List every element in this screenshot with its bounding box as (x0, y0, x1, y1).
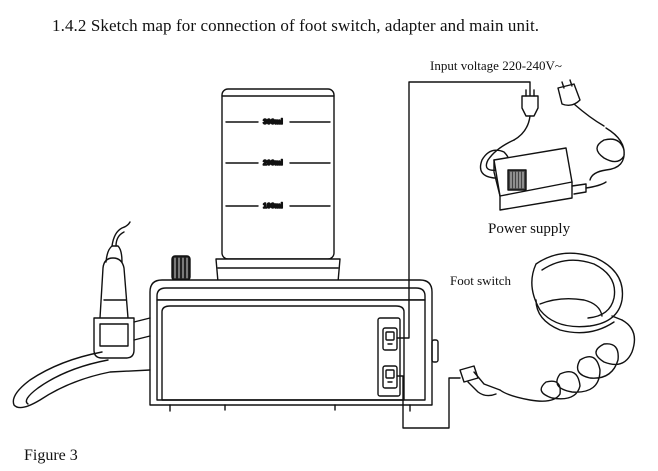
plug-icon (513, 89, 539, 141)
main-unit (149, 279, 439, 412)
plug-icon (557, 79, 605, 127)
figure-caption: Figure 3 (24, 447, 78, 464)
scaler-handpiece-icon (99, 221, 131, 331)
connection-line-footswitch (396, 375, 461, 429)
bottle-mark-100: 100ml (263, 203, 283, 210)
connector-port-icon (382, 365, 398, 389)
power-knob (171, 255, 191, 281)
connection-line-power (396, 81, 531, 339)
power-adapter-icon (493, 147, 607, 211)
input-voltage-label: Input voltage 220-240V~ (430, 58, 562, 73)
foot-pedal-icon (531, 252, 624, 334)
power-supply-label: Power supply (488, 221, 571, 237)
bottle-mark-200: 200ml (263, 160, 283, 167)
foot-switch-label: Foot switch (450, 273, 512, 288)
water-bottle (215, 88, 341, 283)
page-heading: 1.4.2 Sketch map for connection of foot … (52, 16, 540, 35)
foot-switch-connector (459, 365, 501, 397)
connector-port-icon (382, 327, 398, 351)
bottle-mark-300: 300ml (263, 119, 283, 126)
